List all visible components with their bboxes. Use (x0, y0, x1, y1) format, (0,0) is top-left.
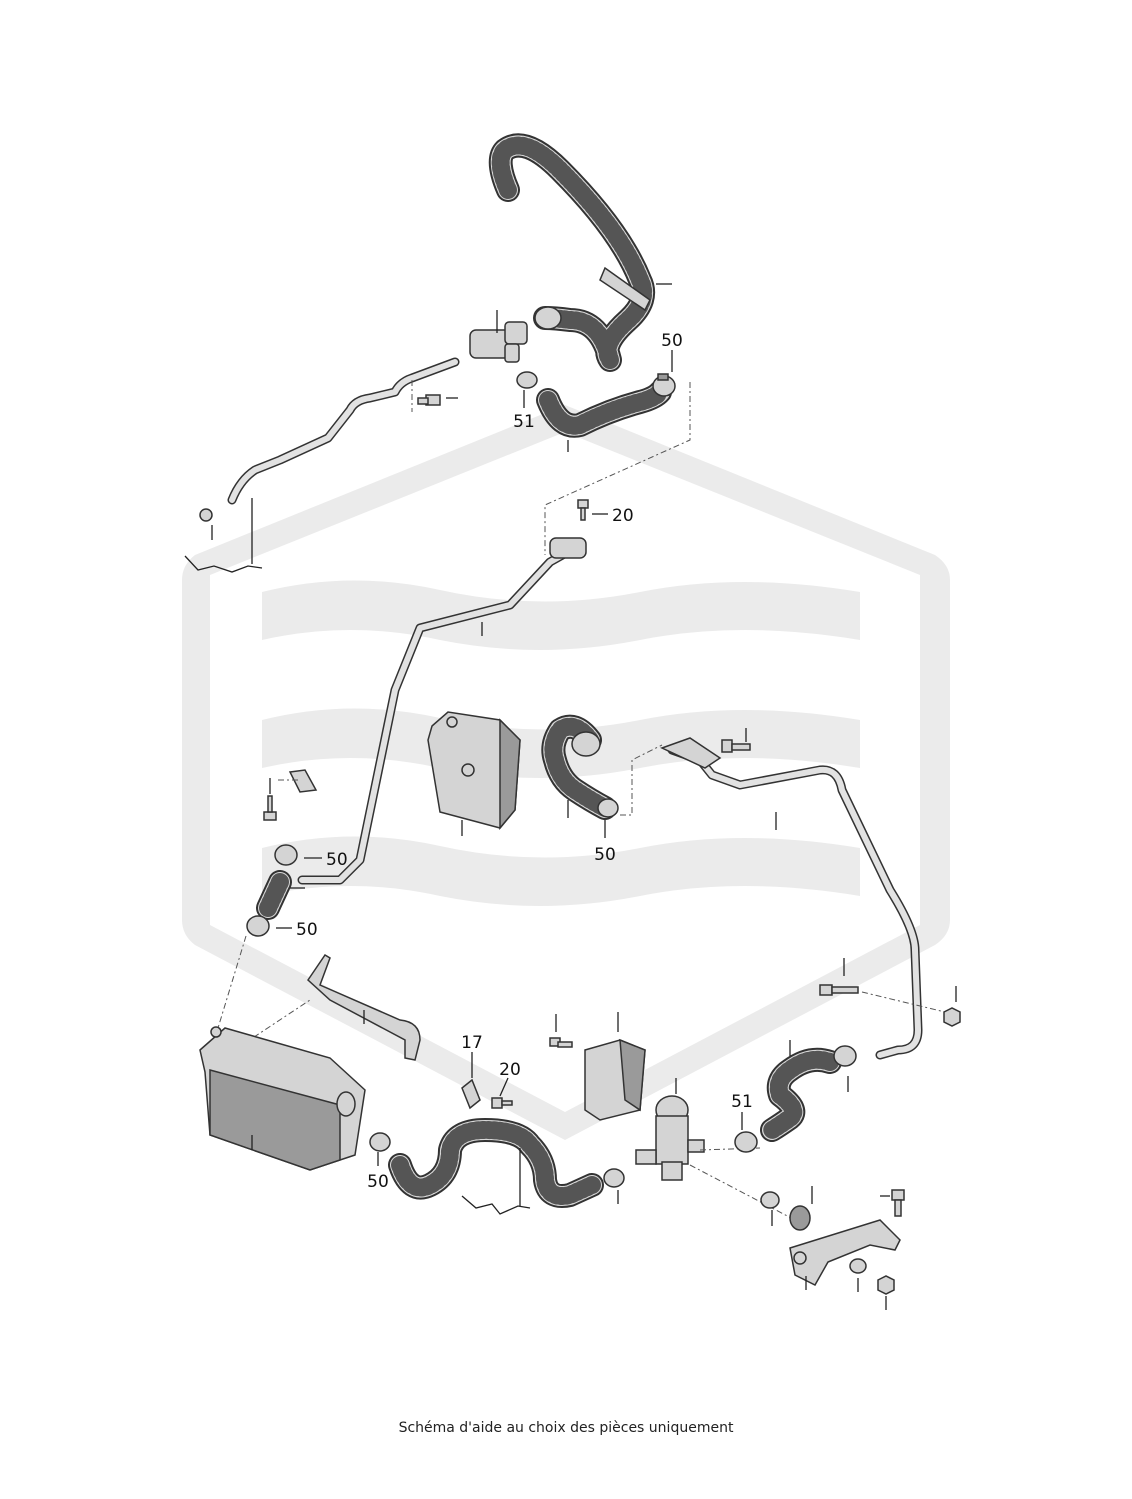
break-mark-upper (184, 555, 263, 573)
heat-shield[interactable] (584, 1038, 646, 1121)
middle-pipe[interactable] (288, 537, 587, 885)
diagram-caption: Schéma d'aide au choix des pièces unique… (398, 1420, 734, 1436)
clamp-left-lower[interactable] (246, 915, 270, 937)
callout-label: 50 (296, 920, 318, 940)
clamp-lower-left[interactable] (369, 1132, 391, 1152)
t-connector[interactable] (469, 306, 562, 363)
grommet[interactable] (760, 1191, 780, 1209)
upper-left-pipe[interactable] (199, 357, 460, 522)
dash-valve (699, 1147, 761, 1151)
washer-lower[interactable] (849, 1258, 867, 1274)
clamp-top-right[interactable] (652, 373, 676, 397)
clamp-valve-bottom[interactable] (603, 1168, 625, 1188)
coolant-valve[interactable] (635, 1095, 705, 1181)
dash-valve-bracket (689, 1164, 796, 1221)
lower-coolant-hose[interactable] (388, 1118, 604, 1208)
bracket-clip[interactable] (461, 1078, 481, 1110)
callout-label: 17 (461, 1033, 483, 1053)
callout-label: 20 (499, 1060, 521, 1080)
clamp-oil-cooler[interactable] (597, 798, 619, 818)
right-pipe[interactable] (660, 737, 923, 1060)
short-hose-left[interactable] (256, 870, 292, 920)
callout-label: 50 (367, 1172, 389, 1192)
callout-label: 50 (594, 845, 616, 865)
dash-guide-upper (544, 382, 691, 555)
mount-bracket[interactable] (789, 1219, 901, 1286)
dash-oil-cooler (620, 744, 663, 816)
leader-20-lower (499, 1077, 509, 1097)
watermark-logo (182, 405, 950, 1140)
bolt-shield[interactable] (549, 1037, 573, 1048)
bolt-lower[interactable] (491, 1097, 513, 1109)
bracket-long[interactable] (307, 953, 421, 1061)
callout-label: 51 (513, 412, 535, 432)
bolt-left-middle[interactable] (263, 795, 277, 821)
dash-nut (861, 991, 946, 1013)
clamp-top[interactable] (516, 371, 538, 389)
upper-coolant-hose[interactable] (488, 133, 655, 372)
clamp-left-upper[interactable] (274, 844, 298, 866)
bolt-pipe-right[interactable] (819, 984, 859, 996)
callout-label: 50 (661, 331, 683, 351)
nut-right[interactable] (943, 1007, 961, 1027)
bolt-right[interactable] (721, 739, 751, 753)
dash-left (217, 935, 247, 1029)
callout-label: 51 (731, 1092, 753, 1112)
nut-lower[interactable] (877, 1275, 895, 1295)
bolt-upper[interactable] (577, 499, 589, 521)
rubber-mount[interactable] (789, 1205, 811, 1231)
break-mark-lower (461, 1195, 531, 1215)
bolt-bracket[interactable] (891, 1189, 905, 1217)
bolt-small-upper[interactable] (417, 394, 441, 406)
callout-label: 50 (326, 850, 348, 870)
clamp-right-hose[interactable] (833, 1045, 857, 1067)
oil-cooler-hose[interactable] (541, 714, 617, 820)
oil-cooler-lower[interactable] (199, 1026, 366, 1171)
right-hose-lower[interactable] (760, 1047, 842, 1142)
clamp-valve[interactable] (734, 1131, 758, 1153)
callout-label: 20 (612, 506, 634, 526)
short-hose-top[interactable] (536, 380, 672, 438)
oil-cooler-upper[interactable] (427, 711, 521, 831)
